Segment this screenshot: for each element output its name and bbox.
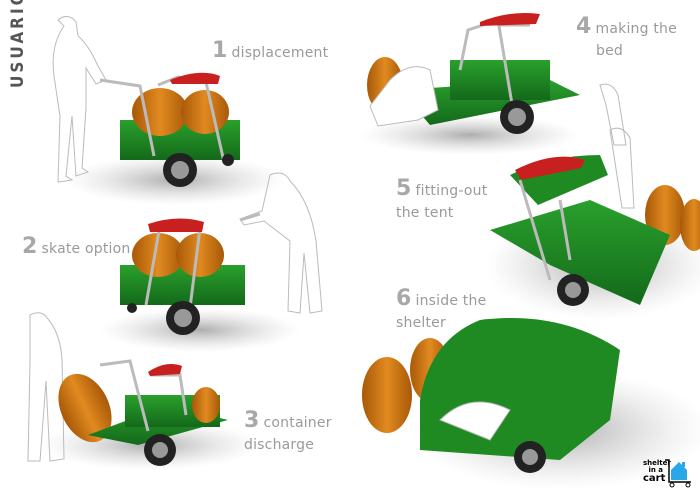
house-cart-icon: [665, 459, 691, 488]
scene-fitting-out-the-tent: [485, 127, 700, 320]
scene-making-the-bed: [360, 13, 627, 155]
person-sketch: [52, 16, 107, 183]
scene-displacement: [52, 16, 285, 205]
person-sketch: [599, 83, 627, 146]
person-sketch: [27, 312, 65, 462]
person-sketch: [369, 66, 439, 127]
scene-inside-the-shelter: [362, 318, 700, 490]
section-title: USUARIO: [8, 0, 28, 88]
person-sketch: [239, 172, 323, 314]
person-sketch: [609, 127, 635, 209]
scene-container-discharge: [27, 312, 260, 470]
scene-skate-option: [100, 172, 323, 352]
shelter-in-a-cart-logo: shelter in a cart: [643, 458, 693, 488]
